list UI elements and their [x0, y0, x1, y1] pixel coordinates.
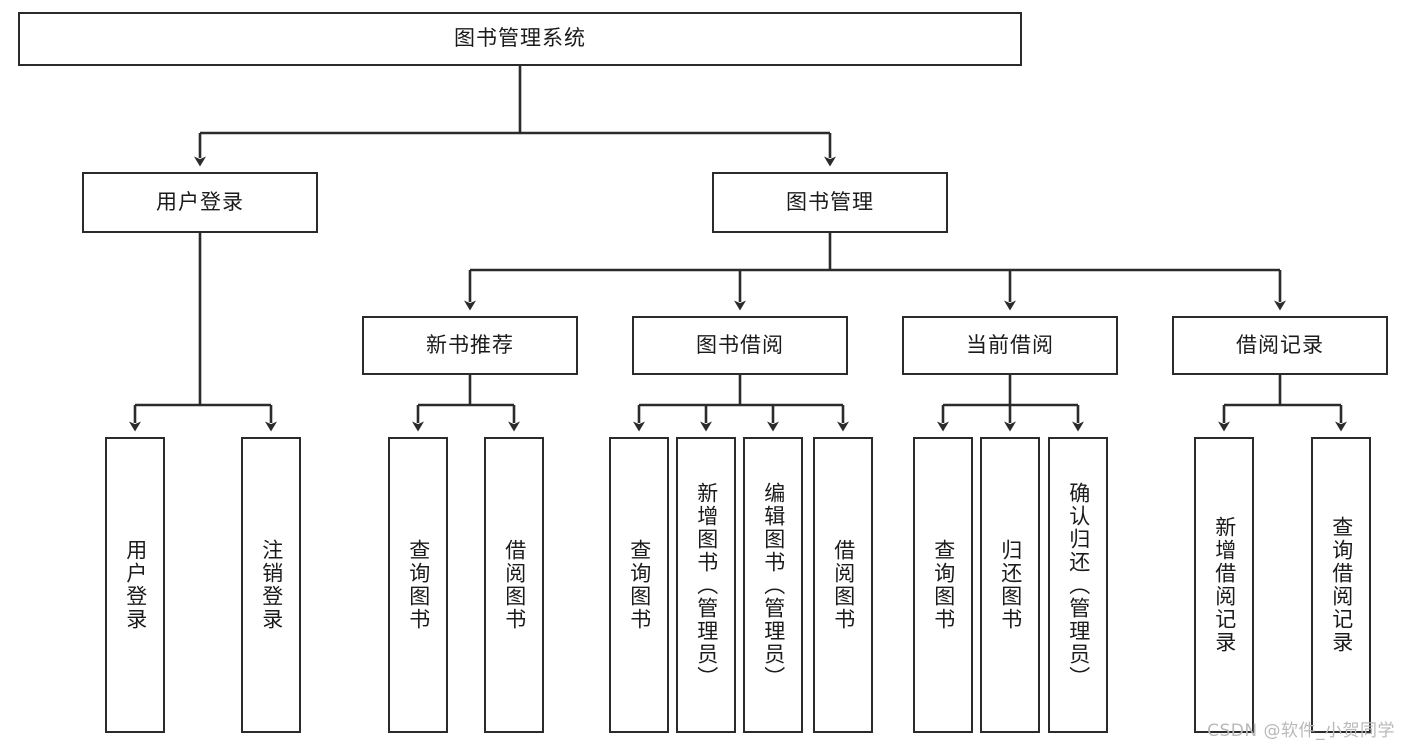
node-leaf-query-book-3[interactable]: 查询图书	[913, 437, 973, 733]
node-current-borrow[interactable]: 当前借阅	[902, 316, 1118, 375]
node-leaf-query-book-1[interactable]: 查询图书	[388, 437, 448, 733]
node-leaf-add-record[interactable]: 新增借阅记录	[1194, 437, 1254, 733]
node-leaf-edit-book[interactable]: 编辑图书（管理员）	[743, 437, 803, 733]
node-leaf-query-book-2[interactable]: 查询图书	[609, 437, 669, 733]
node-leaf-confirm-return-label: 确认归还（管理员）	[1066, 481, 1091, 689]
node-leaf-borrow-book-2-label: 借阅图书	[831, 539, 856, 631]
node-leaf-return-book[interactable]: 归还图书	[980, 437, 1040, 733]
node-leaf-user-login[interactable]: 用户登录	[105, 437, 165, 733]
node-leaf-query-record[interactable]: 查询借阅记录	[1311, 437, 1371, 733]
node-book-manage-label: 图书管理	[786, 189, 874, 214]
node-book-manage[interactable]: 图书管理	[712, 172, 948, 233]
node-leaf-add-book[interactable]: 新增图书（管理员）	[676, 437, 736, 733]
node-new-book-recommend[interactable]: 新书推荐	[362, 316, 578, 375]
node-leaf-query-book-3-label: 查询图书	[931, 539, 956, 631]
node-borrow-record[interactable]: 借阅记录	[1172, 316, 1388, 375]
node-leaf-query-book-2-label: 查询图书	[627, 539, 652, 631]
node-leaf-logout-login[interactable]: 注销登录	[241, 437, 301, 733]
node-book-borrow[interactable]: 图书借阅	[632, 316, 848, 375]
node-leaf-user-login-label: 用户登录	[123, 539, 148, 631]
node-new-book-recommend-label: 新书推荐	[426, 332, 514, 357]
node-user-login[interactable]: 用户登录	[82, 172, 318, 233]
node-leaf-query-book-1-label: 查询图书	[406, 539, 431, 631]
node-leaf-borrow-book-1[interactable]: 借阅图书	[484, 437, 544, 733]
node-borrow-record-label: 借阅记录	[1236, 332, 1324, 357]
node-leaf-edit-book-label: 编辑图书（管理员）	[761, 481, 786, 689]
node-leaf-borrow-book-1-label: 借阅图书	[502, 539, 527, 631]
node-leaf-confirm-return[interactable]: 确认归还（管理员）	[1048, 437, 1108, 733]
node-leaf-add-book-label: 新增图书（管理员）	[694, 481, 719, 689]
node-book-borrow-label: 图书借阅	[696, 332, 784, 357]
node-root[interactable]: 图书管理系统	[18, 12, 1022, 66]
node-current-borrow-label: 当前借阅	[966, 332, 1054, 357]
node-leaf-logout-login-label: 注销登录	[259, 539, 284, 631]
node-leaf-add-record-label: 新增借阅记录	[1212, 516, 1237, 654]
node-leaf-query-record-label: 查询借阅记录	[1329, 516, 1354, 654]
node-user-login-label: 用户登录	[156, 189, 244, 214]
node-root-label: 图书管理系统	[454, 26, 586, 51]
node-leaf-return-book-label: 归还图书	[998, 539, 1023, 631]
watermark: CSDN @软件_小贺同学	[1207, 721, 1395, 741]
node-leaf-borrow-book-2[interactable]: 借阅图书	[813, 437, 873, 733]
